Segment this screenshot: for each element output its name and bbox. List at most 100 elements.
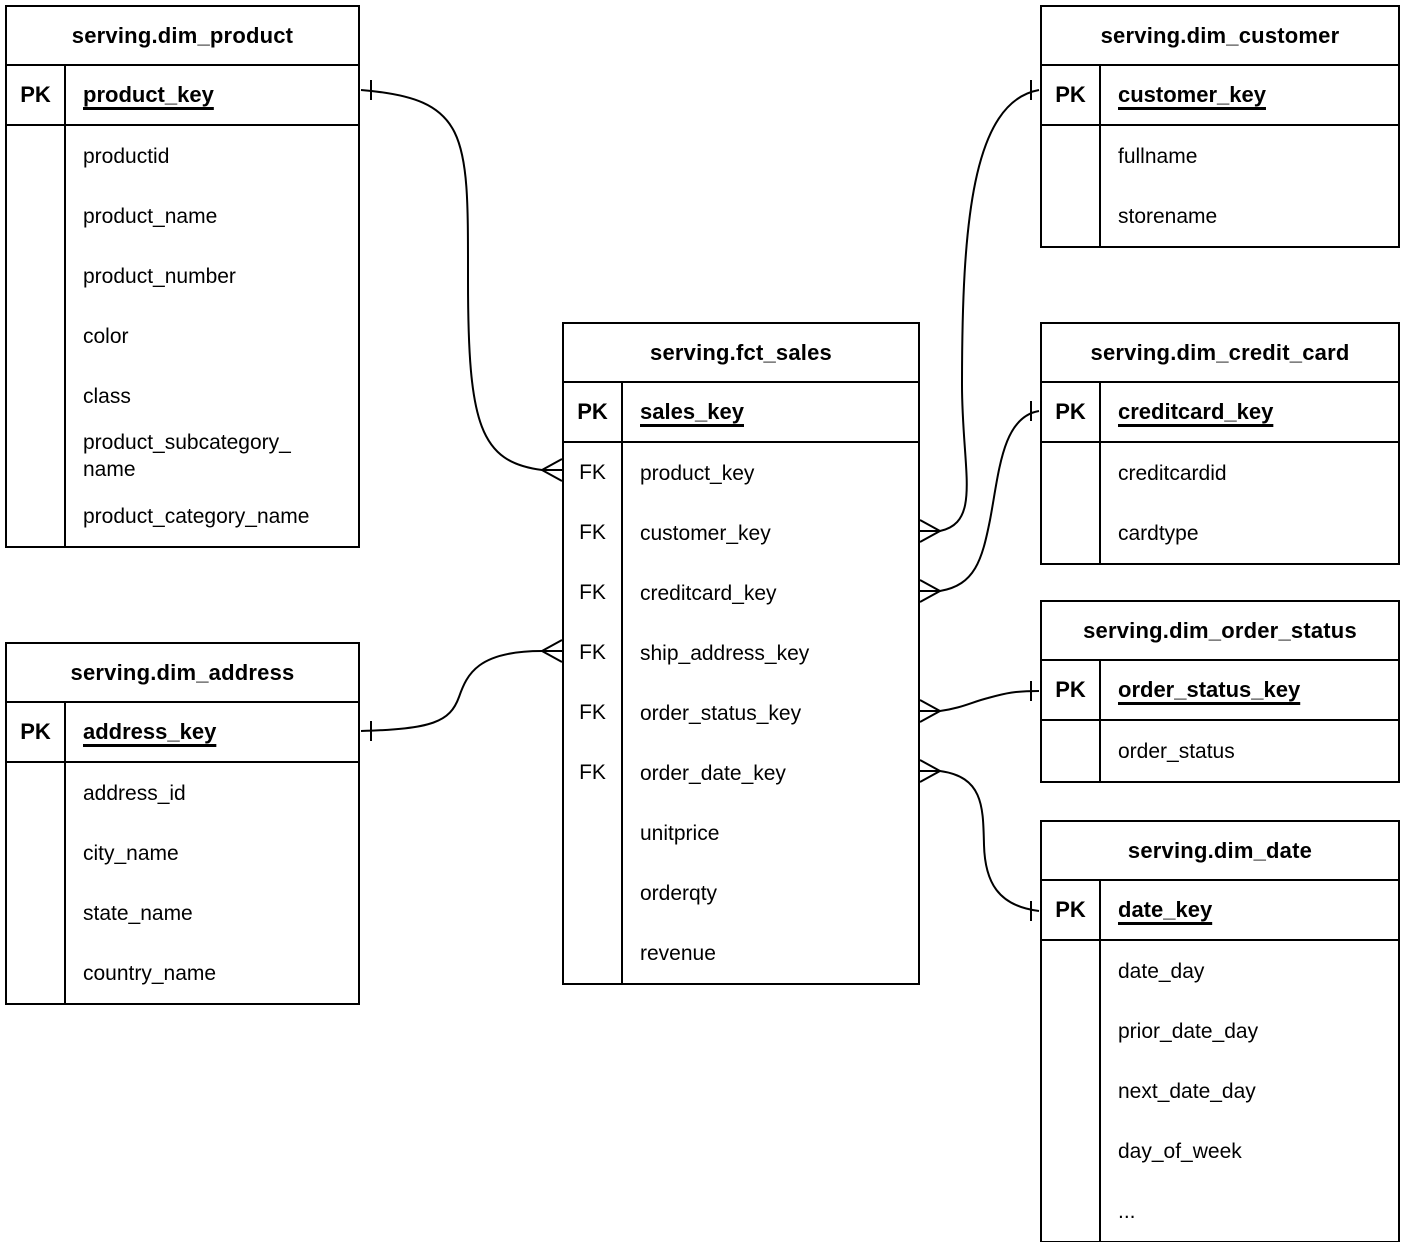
entity-title: serving.dim_date — [1042, 822, 1398, 881]
fk-label: FK — [564, 683, 623, 743]
attribute-row: orderqty — [564, 863, 918, 923]
attribute-row: fullname — [1042, 126, 1398, 186]
attribute-row: next_date_day — [1042, 1061, 1398, 1121]
entity-title: serving.dim_product — [7, 7, 358, 66]
tag-cell — [564, 923, 623, 983]
tag-cell — [1042, 186, 1101, 246]
relationship-address-line — [360, 650, 543, 732]
entity-title: serving.dim_customer — [1042, 7, 1398, 66]
attribute-name: product_number — [83, 264, 236, 288]
attribute-name: color — [83, 324, 129, 348]
attribute-row: date_day — [1042, 941, 1398, 1001]
attribute-row: storename — [1042, 186, 1398, 246]
pk-row: PK address_key — [7, 703, 358, 763]
tag-cell — [7, 486, 66, 546]
relationship-address — [360, 639, 563, 741]
pk-row: PK date_key — [1042, 881, 1398, 941]
pk-field: customer_key — [1118, 82, 1266, 107]
fk-label: FK — [564, 563, 623, 623]
attribute-name: day_of_week — [1118, 1139, 1242, 1163]
attribute-name: order_status — [1118, 739, 1235, 763]
attribute-name: cardtype — [1118, 521, 1199, 545]
attribute-row: unitprice — [564, 803, 918, 863]
tag-cell — [1042, 1121, 1101, 1181]
attribute-row: FK ship_address_key — [564, 623, 918, 683]
pk-label: PK — [1042, 881, 1101, 939]
tag-cell — [1042, 721, 1101, 781]
tag-cell — [1042, 126, 1101, 186]
relationship-order-status-line — [939, 690, 1040, 712]
attribute-name: ship_address_key — [640, 641, 810, 665]
attribute-name: product_key — [640, 461, 755, 485]
attribute-name: unitprice — [640, 821, 720, 845]
crows-foot-many-icon — [919, 699, 943, 723]
attribute-name: class — [83, 384, 131, 408]
relationship-credit-card — [919, 401, 1040, 603]
attribute-name: fullname — [1118, 144, 1198, 168]
tag-cell — [7, 126, 66, 186]
crows-foot-many-icon — [919, 579, 943, 603]
tag-cell — [1042, 1061, 1101, 1121]
fk-label: FK — [564, 503, 623, 563]
crows-foot-many-icon — [539, 458, 563, 482]
pk-field: date_key — [1118, 897, 1213, 922]
attribute-name: ... — [1118, 1199, 1136, 1223]
tag-cell — [7, 426, 66, 486]
crows-foot-many-icon — [919, 519, 943, 543]
crows-foot-many-icon — [919, 759, 943, 783]
tag-cell — [1042, 1001, 1101, 1061]
tag-cell — [7, 186, 66, 246]
attribute-name: city_name — [83, 841, 179, 865]
attribute-name: prior_date_day — [1118, 1019, 1259, 1043]
pk-row: PK sales_key — [564, 383, 918, 443]
entity-dim-credit-card: serving.dim_credit_card PK creditcard_ke… — [1040, 322, 1400, 565]
attribute-name: date_day — [1118, 959, 1205, 983]
tag-cell — [7, 823, 66, 883]
attribute-name: order_date_key — [640, 761, 786, 785]
pk-row: PK creditcard_key — [1042, 383, 1398, 443]
tag-cell — [1042, 941, 1101, 1001]
pk-row: PK customer_key — [1042, 66, 1398, 126]
attribute-name: address_id — [83, 781, 186, 805]
entity-title: serving.fct_sales — [564, 324, 918, 383]
attribute-name: state_name — [83, 901, 193, 925]
attribute-row: address_id — [7, 763, 358, 823]
tag-cell — [7, 246, 66, 306]
attribute-name: storename — [1118, 204, 1218, 228]
relationship-date — [919, 759, 1040, 921]
attribute-name: customer_key — [640, 521, 771, 545]
pk-row: PK order_status_key — [1042, 661, 1398, 721]
relationship-product — [360, 80, 563, 482]
attribute-row: class — [7, 366, 358, 426]
attribute-name: revenue — [640, 941, 716, 965]
tag-cell — [564, 803, 623, 863]
tag-cell — [7, 306, 66, 366]
attribute-row: color — [7, 306, 358, 366]
attribute-row: FK customer_key — [564, 503, 918, 563]
relationship-date-line — [939, 770, 1040, 912]
attribute-name: creditcardid — [1118, 461, 1227, 485]
entity-dim-customer: serving.dim_customer PK customer_key ful… — [1040, 5, 1400, 248]
attribute-row: product_subcategory_ name — [7, 426, 358, 486]
attribute-name: order_status_key — [640, 701, 802, 725]
attribute-name: country_name — [83, 961, 217, 985]
relationship-product-line — [360, 89, 543, 471]
relationship-customer-line — [939, 89, 1040, 532]
attribute-name: productid — [83, 144, 170, 168]
tag-cell — [564, 863, 623, 923]
attribute-row: day_of_week — [1042, 1121, 1398, 1181]
attribute-name: product_category_name — [83, 504, 310, 528]
fk-label: FK — [564, 743, 623, 803]
attribute-name: product_subcategory_ name — [83, 431, 291, 481]
pk-field: product_key — [83, 82, 214, 107]
attribute-row: country_name — [7, 943, 358, 1003]
attribute-row: cardtype — [1042, 503, 1398, 563]
tag-cell — [1042, 1181, 1101, 1241]
attribute-row: FK order_date_key — [564, 743, 918, 803]
entity-dim-order-status: serving.dim_order_status PK order_status… — [1040, 600, 1400, 783]
fk-label: FK — [564, 623, 623, 683]
